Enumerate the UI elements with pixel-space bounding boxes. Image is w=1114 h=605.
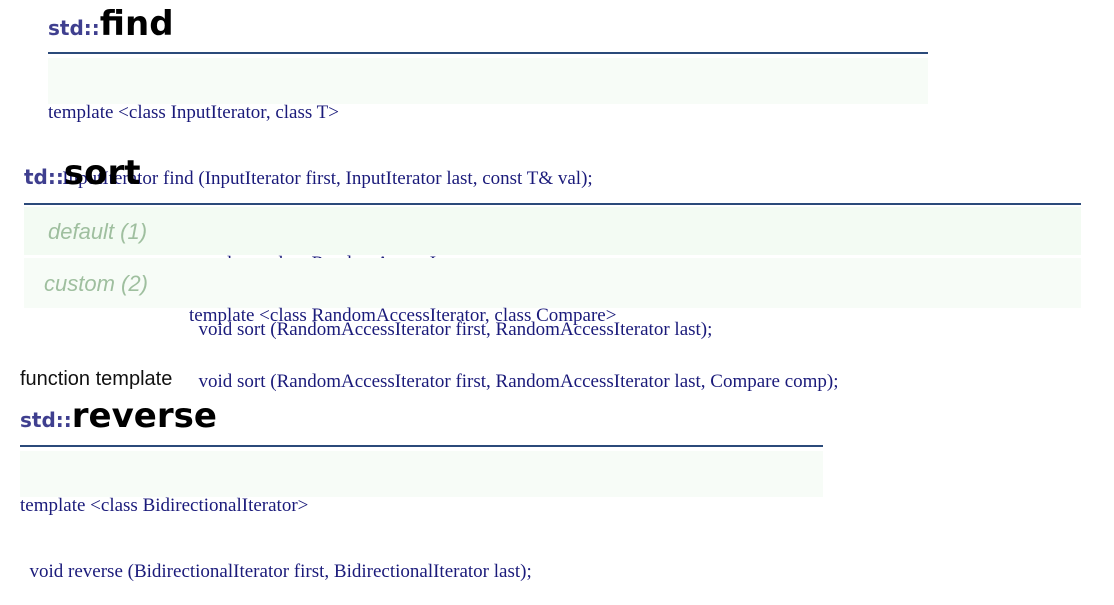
sort-row-default: default (1) template <class RandomAccess…	[24, 207, 1081, 340]
sort-divider	[24, 203, 1081, 205]
sort-row-signature: template <class RandomAccessIterator, cl…	[189, 261, 839, 437]
sort-row-custom: custom (2) template <class RandomAccessI…	[24, 258, 1081, 392]
sort-row-line2: void sort (RandomAccessIterator first, R…	[189, 319, 713, 340]
reverse-signature-line1: template <class BidirectionalIterator>	[20, 495, 309, 516]
reverse-signature: template <class BidirectionalIterator> v…	[20, 451, 823, 582]
sort-namespace: td::	[24, 165, 64, 189]
reverse-title: std::reverse	[20, 396, 217, 436]
sort-title: td::sort	[24, 153, 141, 193]
reverse-signature-line2: void reverse (BidirectionalIterator firs…	[20, 561, 532, 582]
sort-name: sort	[63, 153, 141, 193]
find-name: find	[99, 4, 174, 44]
sort-row-label: default (1)	[48, 219, 148, 244]
find-signature: template <class InputIterator, class T> …	[48, 58, 928, 189]
find-namespace: std::	[48, 16, 100, 40]
find-title: std::find	[48, 4, 174, 44]
reverse-caption: function template	[20, 368, 173, 390]
sort-row-label: custom (2)	[44, 271, 148, 296]
reverse-divider	[20, 445, 823, 447]
sort-row-line2: void sort (RandomAccessIterator first, R…	[189, 371, 839, 392]
reverse-namespace: std::	[20, 408, 72, 432]
sort-row-line1: template <class RandomAccessIterator, cl…	[189, 305, 617, 326]
find-signature-line1: template <class InputIterator, class T>	[48, 102, 339, 123]
reverse-name: reverse	[71, 396, 217, 436]
find-divider	[48, 52, 928, 54]
find-signature-line2: InputIterator find (InputIterator first,…	[48, 168, 593, 189]
